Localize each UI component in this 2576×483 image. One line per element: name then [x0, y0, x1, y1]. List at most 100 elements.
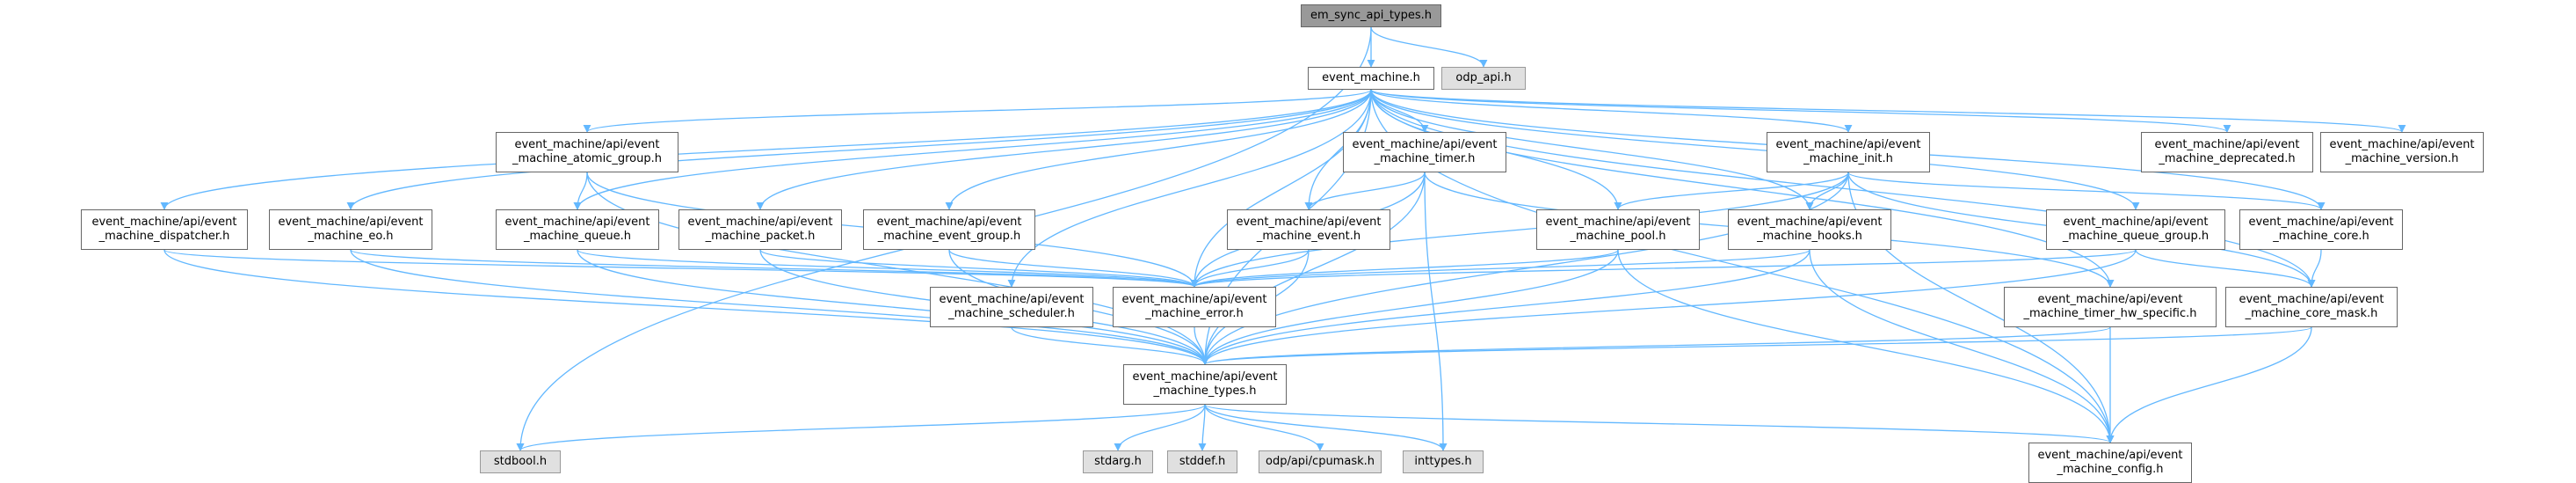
node-label-line1: event_machine/api/event [2037, 449, 2183, 462]
edge-em-to-atomic_group [583, 89, 1372, 133]
node-types[interactable]: event_machine/api/event _machine_types.h [1123, 364, 1287, 405]
edge-hooks-to-config [1809, 249, 2115, 443]
edge-init-to-hooks [1805, 172, 1849, 210]
node-em-sync-api-types[interactable]: em_sync_api_types.h [1301, 4, 1441, 27]
node-stdarg[interactable]: stdarg.h [1083, 450, 1153, 473]
edge-core_mask-to-types [1201, 326, 2312, 365]
node-label-line2: _machine_packet.h [705, 230, 816, 243]
edge-eo-to-error [350, 249, 1199, 288]
node-event-group[interactable]: event_machine/api/event _machine_event_g… [863, 209, 1035, 250]
node-eo[interactable]: event_machine/api/event _machine_eo.h [269, 209, 432, 250]
edge-eo-to-types [350, 249, 1209, 365]
node-label-line1: event_machine/api/event [1775, 138, 1921, 151]
edge-core-to-core_mask [2307, 249, 2322, 288]
node-label-line1: event_machine/api/event [91, 216, 237, 229]
node-label-line2: _machine_types.h [1153, 384, 1257, 398]
node-core-mask[interactable]: event_machine/api/event _machine_core_ma… [2225, 287, 2398, 327]
edge-init-to-pool [1614, 172, 1849, 210]
edge-em-to-dispatcher [160, 89, 1372, 210]
edge-types-to-stdarg [1114, 404, 1206, 451]
edge-timer-to-inttypes [1424, 172, 1448, 451]
edge-em-to-deprecated [1370, 89, 2231, 133]
node-label-line1: event_machine/api/event [514, 138, 660, 151]
node-atomic-group[interactable]: event_machine/api/event _machine_atomic_… [496, 132, 678, 172]
node-label: stddef.h [1179, 455, 1226, 468]
edge-hooks-to-types [1201, 249, 1810, 365]
node-label-line2: _machine_deprecated.h [2159, 152, 2296, 165]
edge-init-to-types [1201, 172, 1849, 365]
node-error[interactable]: event_machine/api/event _machine_error.h [1113, 287, 1276, 327]
node-label-line2: _machine_scheduler.h [948, 307, 1075, 320]
node-odp-api[interactable]: odp_api.h [1441, 67, 1526, 90]
node-inttypes[interactable]: inttypes.h [1403, 450, 1484, 473]
node-label-line1: event_machine/api/event [1737, 216, 1883, 229]
node-dispatcher[interactable]: event_machine/api/event _machine_dispatc… [81, 209, 248, 250]
edge-dispatcher-to-types [163, 249, 1209, 365]
node-core[interactable]: event_machine/api/event _machine_core.h [2239, 209, 2403, 250]
edge-em-to-init [1370, 89, 1853, 133]
node-init[interactable]: event_machine/api/event _machine_init.h [1767, 132, 1930, 172]
node-label: odp_api.h [1455, 71, 1512, 84]
node-label-line2: _machine_core.h [2273, 230, 2369, 243]
edge-types-to-cpumask [1204, 404, 1324, 451]
edge-em-to-event_group [945, 89, 1372, 210]
edge-queue_group-to-types [1201, 249, 2137, 365]
node-label-line1: event_machine/api/event [2154, 138, 2300, 151]
node-label-line2: _machine_event_group.h [877, 230, 1021, 243]
node-event[interactable]: event_machine/api/event _machine_event.h [1227, 209, 1390, 250]
node-event-machine[interactable]: event_machine.h [1308, 67, 1434, 90]
node-label-line1: event_machine/api/event [504, 216, 650, 229]
node-hooks[interactable]: event_machine/api/event _machine_hooks.h [1728, 209, 1891, 250]
node-label-line2: _machine_timer_hw_specific.h [2023, 307, 2197, 320]
node-scheduler[interactable]: event_machine/api/event _machine_schedul… [930, 287, 1093, 327]
node-label-line1: event_machine/api/event [1545, 216, 1691, 229]
node-queue-group[interactable]: event_machine/api/event _machine_queue_g… [2046, 209, 2225, 250]
node-label-line2: _machine_atomic_group.h [512, 152, 662, 165]
node-pool[interactable]: event_machine/api/event _machine_pool.h [1536, 209, 1700, 250]
edge-queue-to-types [577, 249, 1209, 365]
node-deprecated[interactable]: event_machine/api/event _machine_depreca… [2141, 132, 2313, 172]
edge-pool-to-error [1190, 249, 1619, 288]
node-label-line1: event_machine/api/event [2329, 138, 2475, 151]
edge-timer-to-types [1201, 172, 1426, 365]
node-label-line2: _machine_init.h [1803, 152, 1893, 165]
node-label-line1: event_machine/api/event [2248, 216, 2394, 229]
node-config[interactable]: event_machine/api/event _machine_config.… [2028, 443, 2192, 483]
node-label: event_machine.h [1322, 71, 1420, 84]
edge-timer_hw-to-types [1201, 326, 2111, 365]
node-label-line1: event_machine/api/event [2239, 293, 2384, 306]
node-queue[interactable]: event_machine/api/event _machine_queue.h [496, 209, 659, 250]
node-label-line1: event_machine/api/event [278, 216, 424, 229]
node-stddef[interactable]: stddef.h [1167, 450, 1237, 473]
edge-core_mask-to-config [2106, 326, 2312, 443]
node-label-line2: _machine_queue.h [524, 230, 631, 243]
node-packet[interactable]: event_machine/api/event _machine_packet.… [678, 209, 842, 250]
node-timer[interactable]: event_machine/api/event _machine_timer.h [1343, 132, 1506, 172]
edge-pool-to-config [1617, 249, 2115, 443]
node-label-line2: _machine_core_mask.h [2245, 307, 2378, 320]
node-stdbool[interactable]: stdbool.h [480, 450, 561, 473]
node-label: stdarg.h [1094, 455, 1142, 468]
node-label-line1: event_machine/api/event [1132, 370, 1278, 384]
node-label-line2: _machine_dispatcher.h [98, 230, 230, 243]
edge-root-to-odp_api [1370, 26, 1488, 68]
node-label: inttypes.h [1414, 455, 1472, 468]
node-label-line2: _machine_queue_group.h [2062, 230, 2210, 243]
node-label-line2: _machine_config.h [2057, 463, 2164, 476]
edge-dispatcher-to-error [163, 249, 1199, 288]
node-odp-cpumask[interactable]: odp/api/cpumask.h [1259, 450, 1382, 473]
edge-queue_group-to-core_mask [2135, 249, 2316, 288]
node-label-line1: event_machine/api/event [687, 216, 833, 229]
edge-timer-to-event [1304, 172, 1426, 210]
node-label-line1: event_machine/api/event [2063, 216, 2209, 229]
node-label-line1: event_machine/api/event [876, 216, 1022, 229]
edge-event_group-to-error [948, 249, 1199, 288]
node-timer-hw-specific[interactable]: event_machine/api/event _machine_timer_h… [2004, 287, 2217, 327]
edge-queue_group-to-error [1190, 249, 2137, 288]
edge-em-to-scheduler [1007, 89, 1372, 288]
node-label-line2: _machine_version.h [2345, 152, 2459, 165]
node-label-line1: event_machine/api/event [1236, 216, 1382, 229]
node-label-line1: event_machine/api/event [939, 293, 1085, 306]
node-version[interactable]: event_machine/api/event _machine_version… [2320, 132, 2484, 172]
edge-em-to-packet [756, 89, 1372, 210]
